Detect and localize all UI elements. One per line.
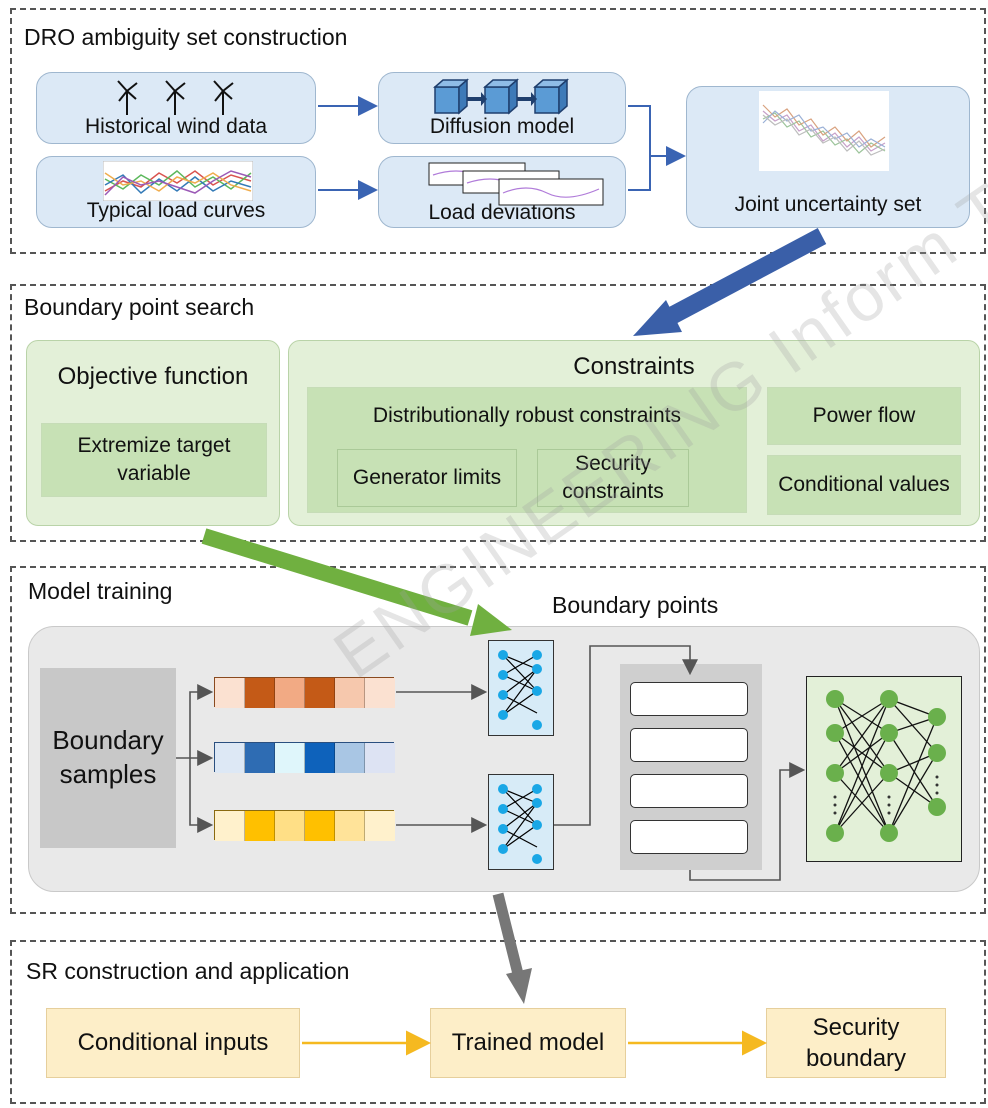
deviation-cards-icon	[428, 162, 604, 206]
seq-cell	[365, 811, 395, 841]
security-constraints-cell: Security constraints	[537, 449, 689, 507]
section-boundary-search	[10, 284, 986, 542]
conditional-values-box: Conditional values	[767, 455, 961, 515]
section-title-dro: DRO ambiguity set construction	[24, 24, 348, 50]
latent-slot	[630, 774, 748, 808]
constraints-title: Constraints	[573, 353, 695, 380]
dr-constraints-label: Distributionally robust constraints	[372, 404, 682, 427]
objective-title: Objective function	[57, 363, 249, 390]
seq-cell	[275, 743, 305, 773]
latent-slot	[630, 682, 748, 716]
diffusion-model-box: Diffusion model	[378, 72, 626, 144]
load-curves-thumbnail	[103, 161, 253, 201]
seq-cell	[275, 811, 305, 841]
conditional-inputs-box: Conditional inputs	[46, 1008, 300, 1078]
load-deviations-label: Load deviations	[428, 201, 576, 224]
boundary-samples-box: Boundary samples	[40, 668, 176, 848]
historical-wind-label: Historical wind data	[84, 115, 268, 138]
seq-cell	[245, 678, 275, 708]
trained-model-box: Trained model	[430, 1008, 626, 1078]
sequence-yellow	[214, 810, 395, 841]
security-boundary-box: Security boundary	[766, 1008, 946, 1078]
boundary-points-label: Boundary points	[552, 592, 719, 618]
section-title-training: Model training	[28, 578, 173, 604]
encoder-net-bottom	[488, 774, 554, 870]
historical-wind-box: Historical wind data	[36, 72, 316, 144]
objective-function-box: Objective function Extremize target vari…	[26, 340, 280, 526]
latent-slot	[630, 820, 748, 854]
typical-load-label: Typical load curves	[86, 199, 266, 222]
seq-cell	[245, 743, 275, 773]
sequence-orange	[214, 677, 395, 708]
output-net	[806, 676, 962, 862]
diffusion-model-label: Diffusion model	[429, 115, 575, 138]
dro-connectors	[318, 96, 686, 200]
boundary-samples-label: Boundary samples	[52, 725, 164, 789]
objective-body: Extremize target variable	[41, 423, 267, 497]
seq-cell	[365, 743, 395, 773]
seq-cell	[215, 678, 245, 708]
section-dro	[10, 8, 986, 254]
seq-cell	[335, 743, 365, 773]
power-flow-box: Power flow	[767, 387, 961, 445]
seq-cell	[305, 743, 335, 773]
latent-slot	[630, 728, 748, 762]
seq-cell	[365, 678, 395, 708]
cube-icon	[433, 78, 569, 115]
sequence-blue	[214, 742, 395, 773]
seq-cell	[305, 678, 335, 708]
seq-cell	[245, 811, 275, 841]
neural-network-icon	[498, 650, 542, 730]
constraints-box: Constraints Distributionally robust cons…	[288, 340, 980, 526]
seq-cell	[215, 811, 245, 841]
joint-uncertainty-box: Joint uncertainty set	[686, 86, 970, 228]
section-title-boundary-search: Boundary point search	[24, 294, 255, 320]
neural-network-icon	[498, 784, 542, 864]
joint-uncertainty-plot	[759, 91, 889, 171]
wind-turbine-icon	[117, 80, 234, 115]
generator-limits-cell: Generator limits	[337, 449, 517, 507]
neural-network-icon	[826, 690, 946, 842]
seq-cell	[275, 678, 305, 708]
seq-cell	[215, 743, 245, 773]
latent-stack	[620, 664, 762, 870]
seq-cell	[335, 811, 365, 841]
load-deviations-box: Load deviations	[378, 156, 626, 228]
encoder-net-top	[488, 640, 554, 736]
typical-load-box: Typical load curves	[36, 156, 316, 228]
seq-cell	[305, 811, 335, 841]
joint-uncertainty-label: Joint uncertainty set	[734, 193, 922, 216]
section-title-sr: SR construction and application	[26, 958, 350, 984]
seq-cell	[335, 678, 365, 708]
